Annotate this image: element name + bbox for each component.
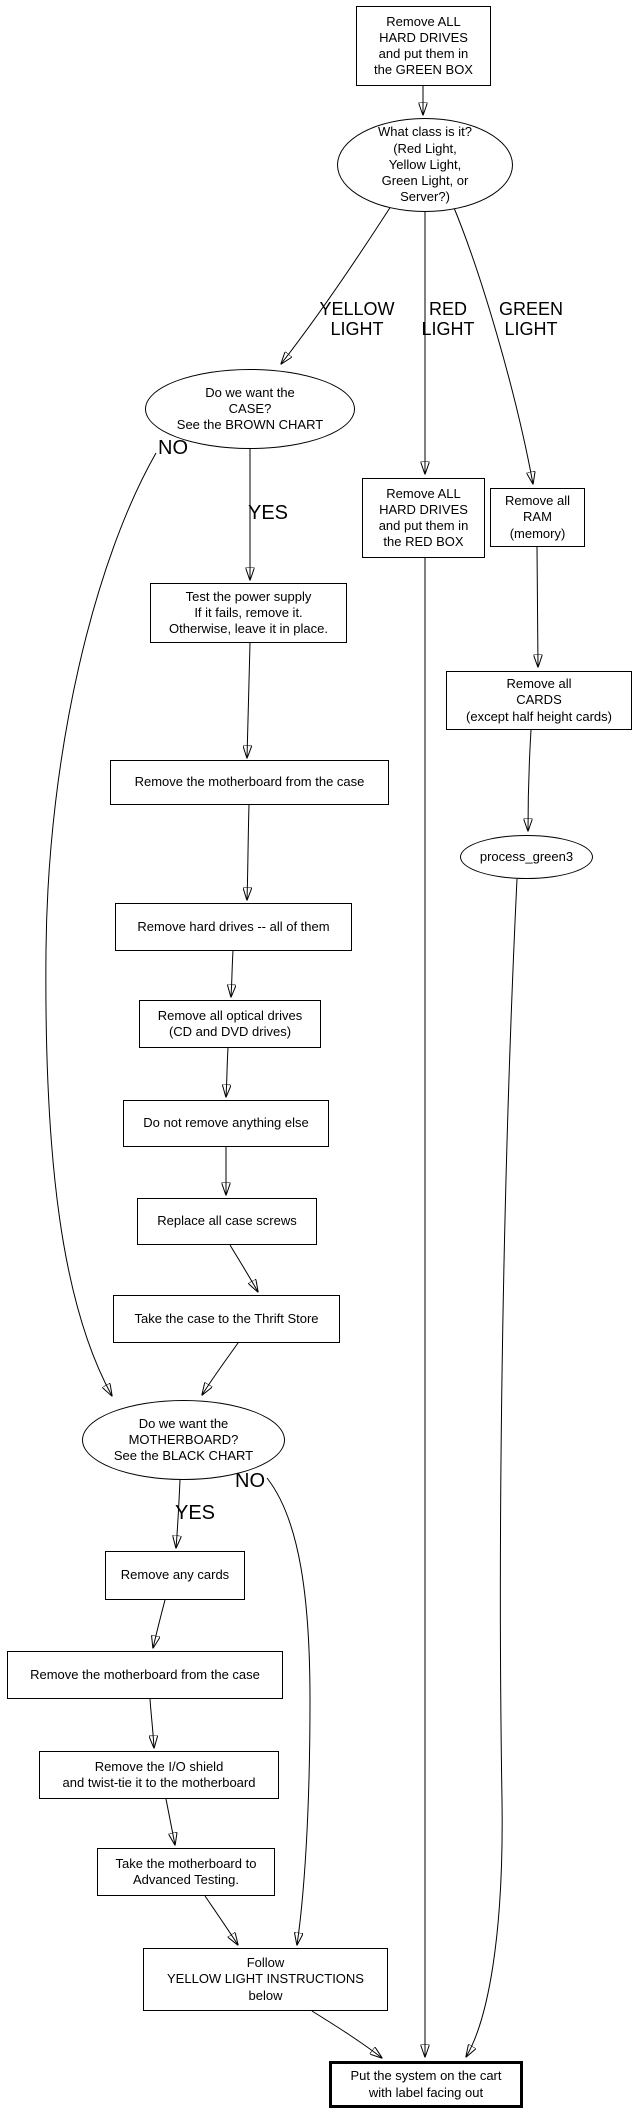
node-remove-hard-drives-all: Remove hard drives -- all of them [115, 903, 352, 951]
edge-ioshield-to-advancedtesting [165, 1798, 175, 1845]
node-remove-hard-drives-green-box: Remove ALL HARD DRIVES and put them in t… [356, 6, 491, 86]
edge-motherboard-yes-to-anycards [176, 1479, 180, 1548]
edge-follow-to-cart [311, 2010, 382, 2058]
node-remove-hard-drives-red-box: Remove ALL HARD DRIVES and put them in t… [362, 478, 485, 558]
node-remove-ram: Remove all RAM (memory) [490, 488, 585, 547]
edge-psu-to-motherboard1 [247, 642, 250, 758]
node-put-system-on-cart: Put the system on the cart with label fa… [329, 2061, 523, 2108]
edge-cards-to-processgreen3 [528, 729, 531, 831]
edge-motherboard2-to-ioshield [150, 1698, 154, 1748]
edge-optical-to-nothingelse [226, 1047, 228, 1097]
node-follow-yellow-light-instructions: Follow YELLOW LIGHT INSTRUCTIONS below [143, 1948, 388, 2011]
node-remove-optical-drives: Remove all optical drives (CD and DVD dr… [139, 1000, 321, 1048]
edge-class-to-ram-green [451, 202, 533, 484]
node-what-class-question: What class is it? (Red Light, Yellow Lig… [337, 118, 513, 212]
edge-harddrives-to-optical [231, 950, 233, 997]
edge-anycards-to-motherboard2 [153, 1599, 166, 1648]
edge-thrift-to-motherboard-question [202, 1342, 239, 1395]
node-remove-motherboard-2: Remove the motherboard from the case [7, 1651, 283, 1699]
edge-label-yellow-light: YELLOW LIGHT [319, 299, 395, 340]
node-remove-any-cards: Remove any cards [105, 1551, 245, 1600]
node-remove-cards-green: Remove all CARDS (except half height car… [446, 671, 632, 730]
edge-motherboard-no-to-follow [266, 1477, 311, 1945]
node-process-green3: process_green3 [460, 835, 593, 879]
edge-case-no-to-motherboard-question [45, 452, 157, 1396]
edge-screws-to-thrift [229, 1244, 258, 1292]
edge-label-motherboard-yes: YES [175, 1502, 216, 1524]
node-remove-motherboard-1: Remove the motherboard from the case [110, 760, 389, 805]
node-advanced-testing: Take the motherboard to Advanced Testing… [97, 1848, 275, 1896]
node-remove-io-shield: Remove the I/O shield and twist-tie it t… [39, 1751, 279, 1799]
edge-label-case-yes: YES [248, 502, 289, 524]
node-replace-case-screws: Replace all case screws [137, 1198, 317, 1245]
node-want-motherboard-question: Do we want the MOTHERBOARD? See the BLAC… [82, 1400, 285, 1480]
edge-label-motherboard-no: NO [235, 1470, 265, 1492]
node-test-power-supply: Test the power supply If it fails, remov… [150, 583, 347, 643]
node-do-not-remove-anything-else: Do not remove anything else [123, 1100, 329, 1147]
edge-label-green-light: GREEN LIGHT [498, 299, 563, 340]
edge-processgreen3-to-cart [466, 878, 518, 2057]
edge-label-case-no: NO [158, 437, 188, 459]
edge-class-to-case-yellow [281, 202, 394, 364]
edge-label-red-light: RED LIGHT [421, 299, 475, 340]
node-want-case-question: Do we want the CASE? See the BROWN CHART [145, 369, 355, 449]
node-take-case-thrift-store: Take the case to the Thrift Store [113, 1295, 340, 1343]
edge-advancedtesting-to-follow [204, 1895, 238, 1945]
edge-ram-to-cards [537, 546, 538, 667]
edge-motherboard1-to-harddrives [247, 804, 249, 900]
